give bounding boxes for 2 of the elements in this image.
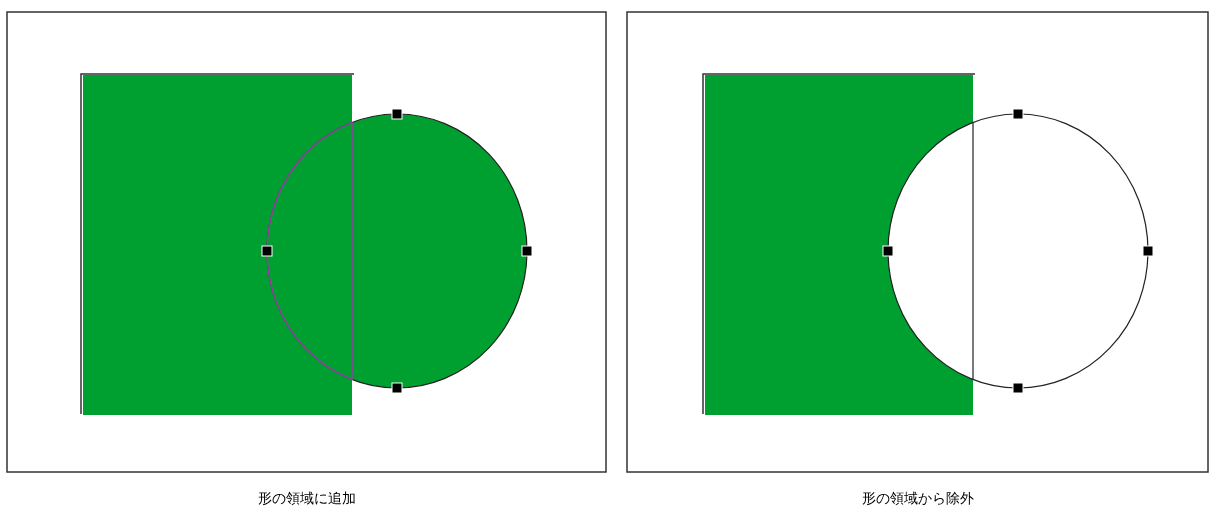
caption: 形の領域に追加	[258, 490, 356, 508]
caption: 形の領域から除外	[862, 490, 974, 508]
